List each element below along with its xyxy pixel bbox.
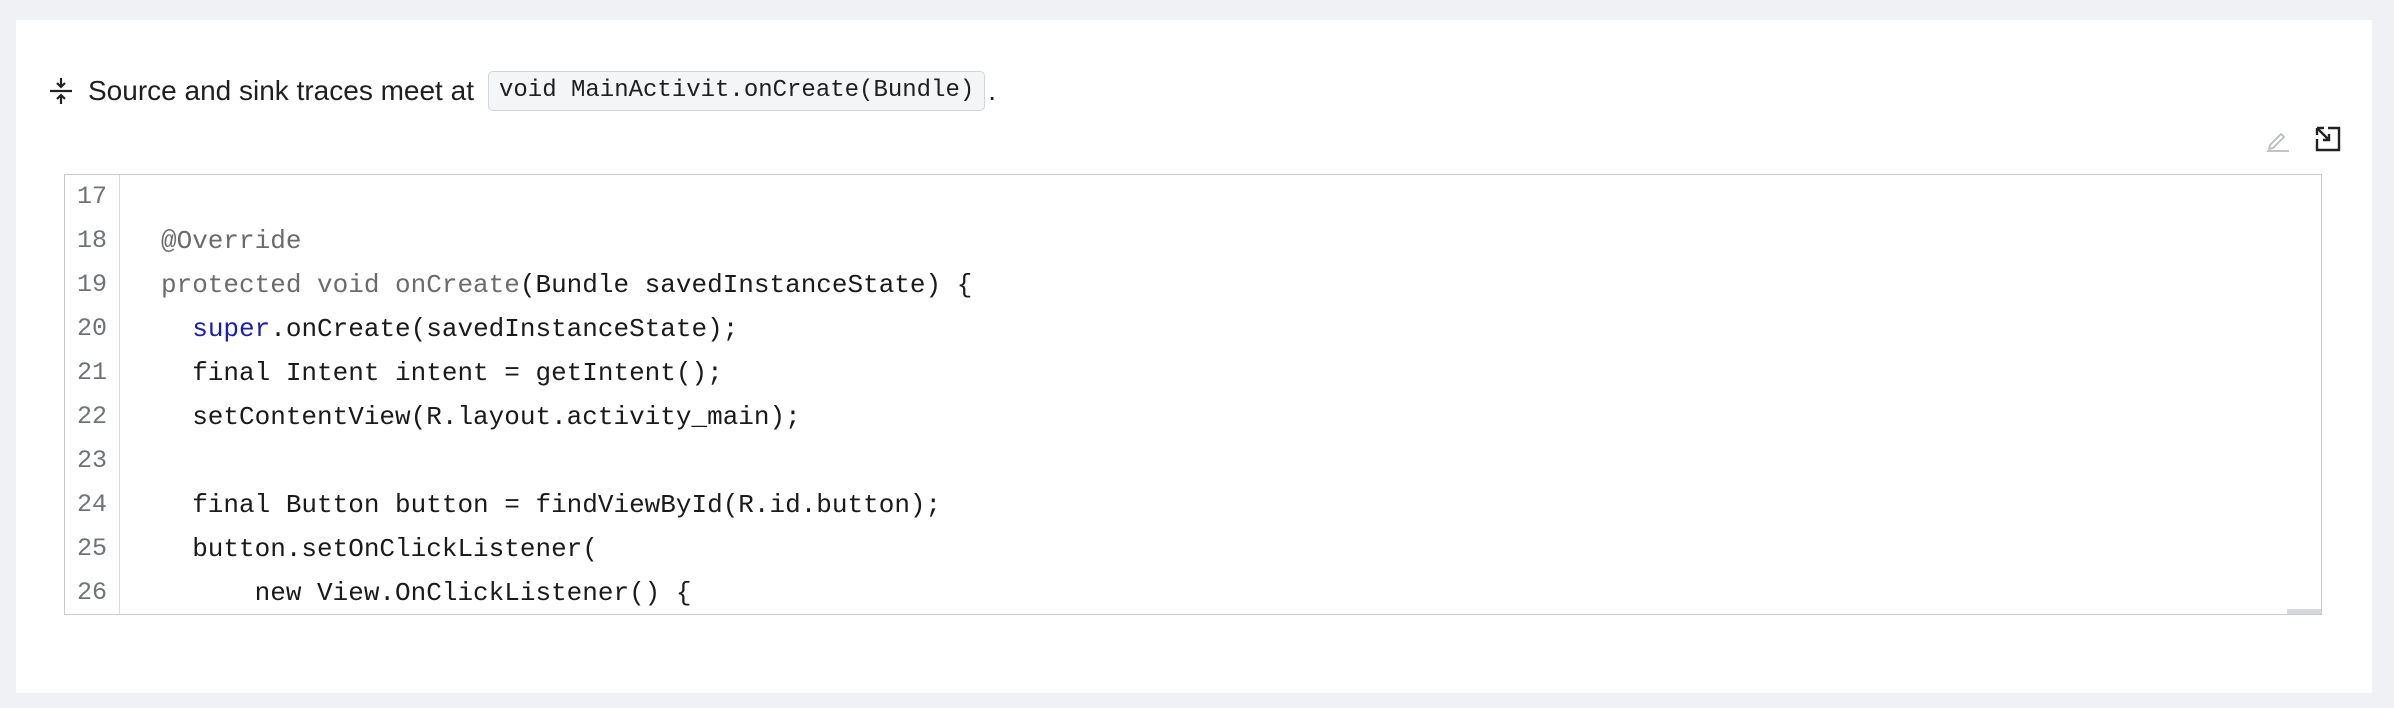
code-text: button.setOnClickListener( [161,527,598,571]
code-line: 24 final Button button = findViewById(R.… [65,483,2321,527]
code-line: 26 new View.OnClickListener() { [65,571,2321,614]
code-viewer[interactable]: 17 18 @Override 19 protected void onCreate(B… [64,174,2322,615]
line-number: 22 [76,402,107,431]
code-text: final Button button = findViewById(R.id.… [161,483,941,527]
code-token: @Override [161,226,302,256]
code-line: 20 super.onCreate(savedInstanceState); [65,307,2321,351]
code-line: 21 final Intent intent = getIntent(); [65,351,2321,395]
line-number: 26 [76,578,107,607]
line-number: 19 [76,270,107,299]
code-line: 23 [65,439,2321,483]
code-token: protected void onCreate [161,270,520,300]
code-token: final Button button = findViewById(R.id.… [161,490,942,520]
code-line: 18 @Override [65,219,2321,263]
code-line: 25 button.setOnClickListener( [65,527,2321,571]
edit-button[interactable] [2262,125,2294,157]
line-number: 24 [76,490,107,519]
code-token: button.setOnClickListener( [161,534,598,564]
pencil-icon [2264,125,2292,158]
code-token: .onCreate(savedInstanceState); [270,314,739,344]
open-in-editor-button[interactable] [2312,125,2344,157]
code-line: 22 setContentView(R.layout.activity_main… [65,395,2321,439]
line-number: 25 [76,534,107,563]
header-trailing-period: . [988,75,997,106]
code-token [161,314,192,344]
line-number: 20 [76,314,107,343]
code-text: protected void onCreate(Bundle savedInst… [161,263,972,307]
code-text: setContentView(R.layout.activity_main); [161,395,801,439]
code-token: super [192,314,271,344]
code-line: 17 [65,175,2321,219]
code-token: new View.OnClickListener() { [161,578,692,608]
resize-handle[interactable] [2287,609,2321,614]
header-text: Source and sink traces meet at [88,75,474,106]
code-text: final Intent intent = getIntent(); [161,351,723,395]
code-text: super.onCreate(savedInstanceState); [161,307,738,351]
method-signature-chip: void MainActivit.onCreate(Bundle) [487,71,986,111]
code-toolbar [2262,125,2344,157]
line-number: 18 [76,226,107,255]
code-token: final Intent intent = getIntent(); [161,358,723,388]
code-token: (Bundle savedInstanceState) { [519,270,973,300]
code-line: 19 protected void onCreate(Bundle savedIn… [65,263,2321,307]
code-text: new View.OnClickListener() { [161,571,692,614]
code-token: setContentView(R.layout.activity_main); [161,402,801,432]
line-number: 21 [76,358,107,387]
code-text: @Override [161,219,301,263]
line-number-gutter [65,175,120,614]
line-number: 23 [76,446,107,475]
merge-meet-icon [48,76,74,106]
open-in-editor-icon [2313,124,2343,159]
line-number: 17 [76,182,107,211]
trace-meet-header: Source and sink traces meet at void Main… [48,67,996,115]
